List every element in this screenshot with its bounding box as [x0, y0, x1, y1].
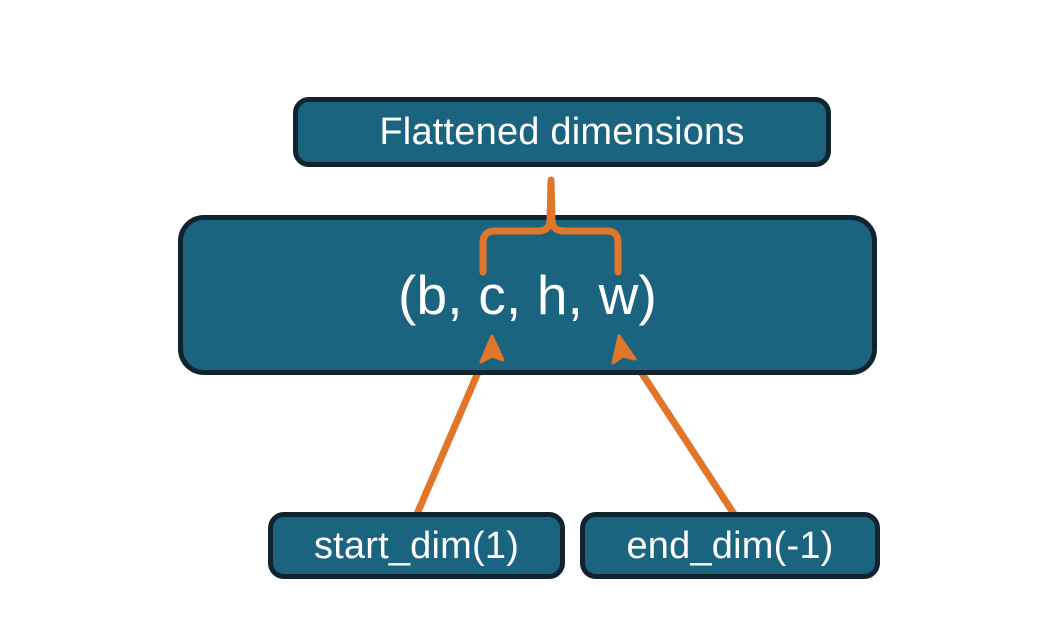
tensor-shape-label: (b, c, h, w) — [397, 263, 658, 326]
flattened-dimensions-label: Flattened dimensions — [379, 111, 745, 153]
end-dim-box: end_dim(-1) — [580, 512, 880, 579]
tensor-shape-box: (b, c, h, w) — [178, 215, 877, 375]
flattened-dimensions-box: Flattened dimensions — [293, 97, 831, 167]
end-dim-label: end_dim(-1) — [626, 524, 834, 567]
start-dim-box: start_dim(1) — [268, 512, 565, 579]
start-dim-label: start_dim(1) — [313, 524, 520, 567]
